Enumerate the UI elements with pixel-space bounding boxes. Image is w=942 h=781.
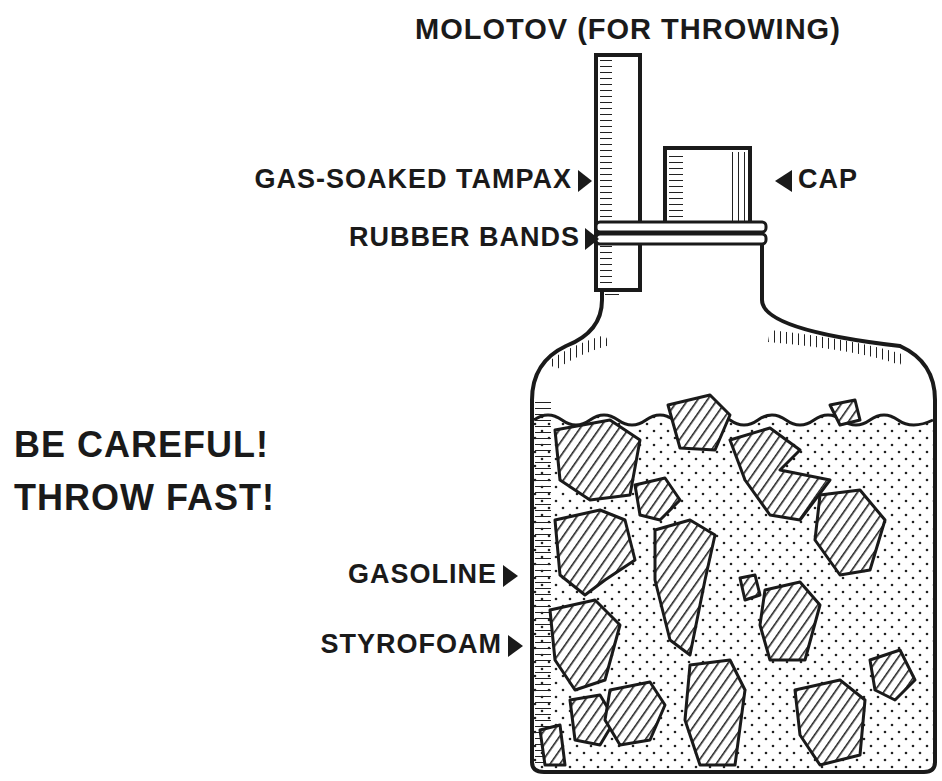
part-label: GASOLINE xyxy=(348,560,497,590)
gasoline-fill xyxy=(534,415,933,770)
warning-note: THROW FAST! xyxy=(14,478,275,518)
warning-note: BE CAREFUL! xyxy=(14,425,269,465)
rubber-band xyxy=(596,222,766,232)
glass-shading xyxy=(535,400,551,768)
glass-shading xyxy=(548,335,610,370)
part-label: RUBBER BANDS xyxy=(349,223,580,253)
wick xyxy=(596,55,640,290)
cap xyxy=(665,148,750,233)
cap-ridges xyxy=(669,152,683,229)
glass-shading xyxy=(768,330,905,365)
styrofoam-chunks xyxy=(540,395,915,765)
wick-shading xyxy=(600,60,612,288)
cap-ridges xyxy=(730,152,746,229)
part-label: GAS-SOAKED TAMPAX xyxy=(254,165,572,195)
bottle-outline xyxy=(532,240,935,772)
diagram-title: MOLOTOV (FOR THROWING) xyxy=(415,14,841,46)
part-label: CAP xyxy=(798,165,858,195)
part-label: STYROFOAM xyxy=(321,630,503,660)
rubber-band xyxy=(596,234,766,244)
